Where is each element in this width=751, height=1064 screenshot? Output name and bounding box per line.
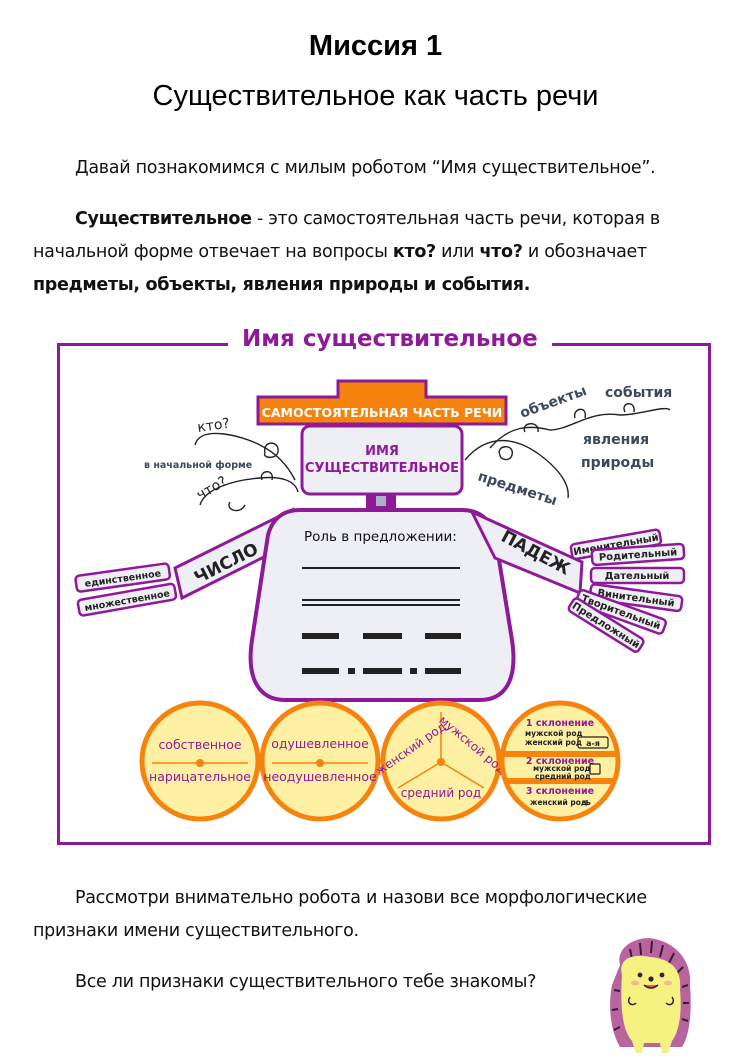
robot-body: Роль в предложении: xyxy=(248,508,516,702)
declension-2-neut: средний род xyxy=(535,772,591,781)
wheel-gender: женский род мужской род средний род xyxy=(373,700,509,822)
left-scribbles xyxy=(194,432,299,512)
definition-text-2: или xyxy=(435,242,480,262)
definition-meanings: предметы, объекты, явления природы и соб… xyxy=(33,275,531,295)
robot-head: ИМЯ СУЩЕСТВИТЕЛЬНОЕ xyxy=(300,424,464,496)
task-paragraph: Рассмотри внимательно робота и назови вс… xyxy=(33,882,723,948)
wheel-proper: собственное xyxy=(158,737,241,752)
label-initial-form: в начальной форме xyxy=(144,460,252,471)
declension-3-ending: -ь xyxy=(582,798,591,808)
right-scribbles xyxy=(464,403,671,499)
case-genitive: Родительный xyxy=(599,547,678,563)
sentence-role-label: Роль в предложении: xyxy=(304,529,457,545)
label-objects: объекты xyxy=(518,383,589,422)
intro-text: Давай познакомимся с милым роботом “Имя … xyxy=(75,158,656,178)
declension-3-fem: женский род xyxy=(530,798,587,807)
case-dative: Дательный xyxy=(605,571,670,582)
label-phenomena-1: явления xyxy=(583,432,649,448)
intro-paragraph: Давай познакомимся с милым роботом “Имя … xyxy=(33,152,723,185)
question-who: кто? xyxy=(392,242,436,262)
hedgehog-illustration xyxy=(610,938,691,1053)
declension-1-masc: мужской род xyxy=(525,729,583,738)
hat-label: САМОСТОЯТЕЛЬНАЯ ЧАСТЬ РЕЧИ xyxy=(262,405,503,420)
gender-neuter: средний род xyxy=(401,786,481,800)
label-who: кто? xyxy=(196,416,231,436)
hat: САМОСТОЯТЕЛЬНАЯ ЧАСТЬ РЕЧИ xyxy=(256,379,508,426)
label-phenomena-2: природы xyxy=(581,455,654,471)
declension-1-fem: женский род xyxy=(525,738,582,747)
question-what: что? xyxy=(479,242,523,262)
declension-2-title: 2 склонение xyxy=(526,756,594,767)
diagram-title: Имя существительное xyxy=(228,326,552,352)
wheel-inanimate-label: неодушевленное xyxy=(263,769,377,784)
wheel-common: нарицательное xyxy=(149,769,251,784)
wheel-animate: одушевленное неодушевленное xyxy=(259,700,381,822)
declension-1-title: 1 склонение xyxy=(526,718,594,729)
task-text: Рассмотри внимательно робота и назови вс… xyxy=(33,888,647,941)
definition-text-1: - это самостоятельная часть речи, котора… xyxy=(33,209,660,262)
wheel-proper-common: собственное нарицательное xyxy=(139,700,261,822)
head-line-1: ИМЯ xyxy=(365,444,399,459)
hedgehog-eye-left xyxy=(637,972,643,978)
wheel-animate-label: одушевленное xyxy=(271,736,369,751)
hedgehog-eye-right xyxy=(659,972,665,978)
definition-text-3: и обозначает xyxy=(522,242,647,262)
label-things: предметы xyxy=(476,469,559,510)
question-paragraph: Все ли признаки существительного тебе зн… xyxy=(33,966,723,999)
definition-paragraph: Существительное - это самостоятельная ча… xyxy=(33,203,723,302)
hedgehog-spines-icon xyxy=(611,940,689,1031)
definition-term: Существительное xyxy=(75,209,252,229)
declension-1-endings: а-я xyxy=(586,739,600,748)
question-text: Все ли признаки существительного тебе зн… xyxy=(75,972,537,992)
declension-3-title: 3 склонение xyxy=(526,786,594,797)
wheel-declension: 1 склонение мужской род женский род а-я … xyxy=(499,700,621,822)
declension-2-masc: мужской род xyxy=(533,764,591,773)
label-events: события xyxy=(605,385,672,401)
mission-title: Миссия 1 xyxy=(308,30,443,62)
head-line-2: СУЩЕСТВИТЕЛЬНОЕ xyxy=(305,461,459,476)
label-what: что? xyxy=(194,473,230,503)
case-arm: ПАДЕЖ Именительный Родительный Дательный… xyxy=(468,508,686,653)
mission-subtitle: Существительное как часть речи xyxy=(152,80,599,112)
